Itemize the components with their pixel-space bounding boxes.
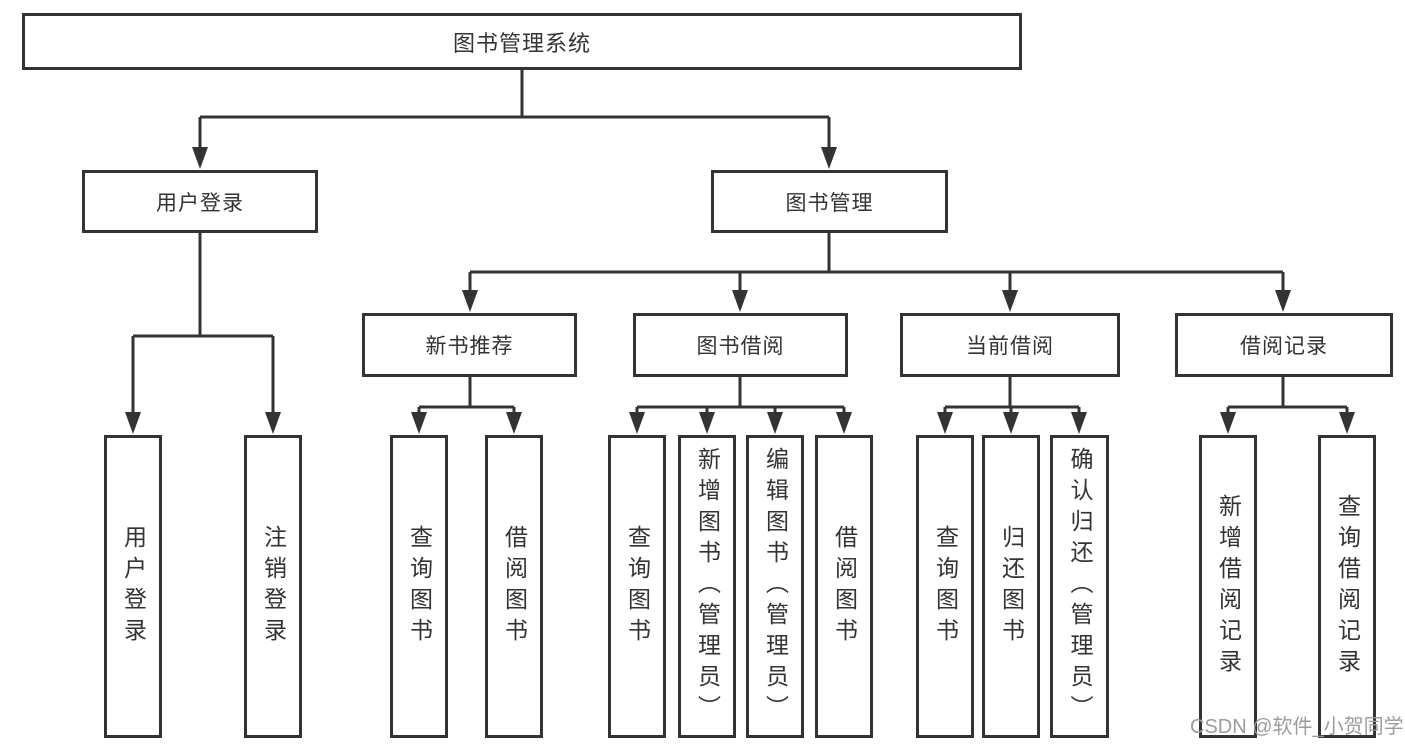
leaf-add-borrow-record: 新增借阅记录: [1199, 435, 1257, 738]
leaf-query-borrow-record-label: 查询借阅记录: [1334, 493, 1361, 680]
connector-borrow-record-children: [1220, 377, 1355, 434]
node-new-book-recommend: 新书推荐: [362, 313, 577, 377]
leaf-return-book: 归还图书: [982, 435, 1040, 738]
leaf-add-borrow-record-label: 新增借阅记录: [1215, 493, 1242, 680]
node-user-login: 用户登录: [82, 170, 318, 233]
node-current-borrow: 当前借阅: [900, 313, 1120, 377]
leaf-edit-book-admin-label: 编辑图书（管理员）: [762, 447, 789, 726]
leaf-borrow-book-recommend: 借阅图书: [485, 435, 543, 738]
csdn-watermark: CSDN @软件_小贺同学: [1190, 716, 1404, 738]
leaf-logout-label: 注销登录: [260, 524, 287, 649]
leaf-edit-book-admin: 编辑图书（管理员）: [746, 435, 804, 738]
leaf-return-book-label: 归还图书: [998, 524, 1025, 649]
leaf-confirm-return-admin-label: 确认归还（管理员）: [1067, 447, 1093, 726]
leaf-query-book-recommend-label: 查询图书: [406, 524, 433, 649]
connector-current-borrow-children: [937, 377, 1087, 434]
leaf-query-book-borrow: 查询图书: [608, 435, 666, 738]
leaf-logout: 注销登录: [244, 435, 302, 738]
connector-book-management-sections: [462, 233, 1291, 312]
leaf-confirm-return-admin: 确认归还（管理员）: [1050, 435, 1109, 738]
leaf-query-book-current-label: 查询图书: [932, 524, 959, 649]
leaf-borrow-book-recommend-label: 借阅图书: [501, 524, 528, 649]
leaf-add-book-admin-label: 新增图书（管理员）: [694, 447, 721, 726]
leaf-query-book-borrow-label: 查询图书: [624, 524, 651, 649]
node-borrow-record: 借阅记录: [1175, 313, 1393, 377]
leaf-query-book-recommend: 查询图书: [390, 435, 448, 738]
leaf-user-login: 用户登录: [104, 435, 162, 738]
leaf-add-book-admin: 新增图书（管理员）: [678, 435, 736, 738]
node-book-management: 图书管理: [711, 170, 948, 233]
leaf-query-borrow-record: 查询借阅记录: [1318, 435, 1376, 738]
connector-user-login-children: [125, 233, 281, 434]
node-system-root: 图书管理系统: [22, 13, 1022, 70]
connector-book-borrow-children: [629, 377, 852, 434]
leaf-query-book-current: 查询图书: [916, 435, 974, 738]
leaf-borrow-book: 借阅图书: [815, 435, 873, 738]
connector-new-book-recommend-children: [411, 377, 522, 434]
leaf-user-login-label: 用户登录: [120, 524, 147, 649]
connector-root-to-level2: [192, 70, 837, 169]
node-book-borrow: 图书借阅: [633, 313, 848, 377]
leaf-borrow-book-label: 借阅图书: [831, 524, 858, 649]
